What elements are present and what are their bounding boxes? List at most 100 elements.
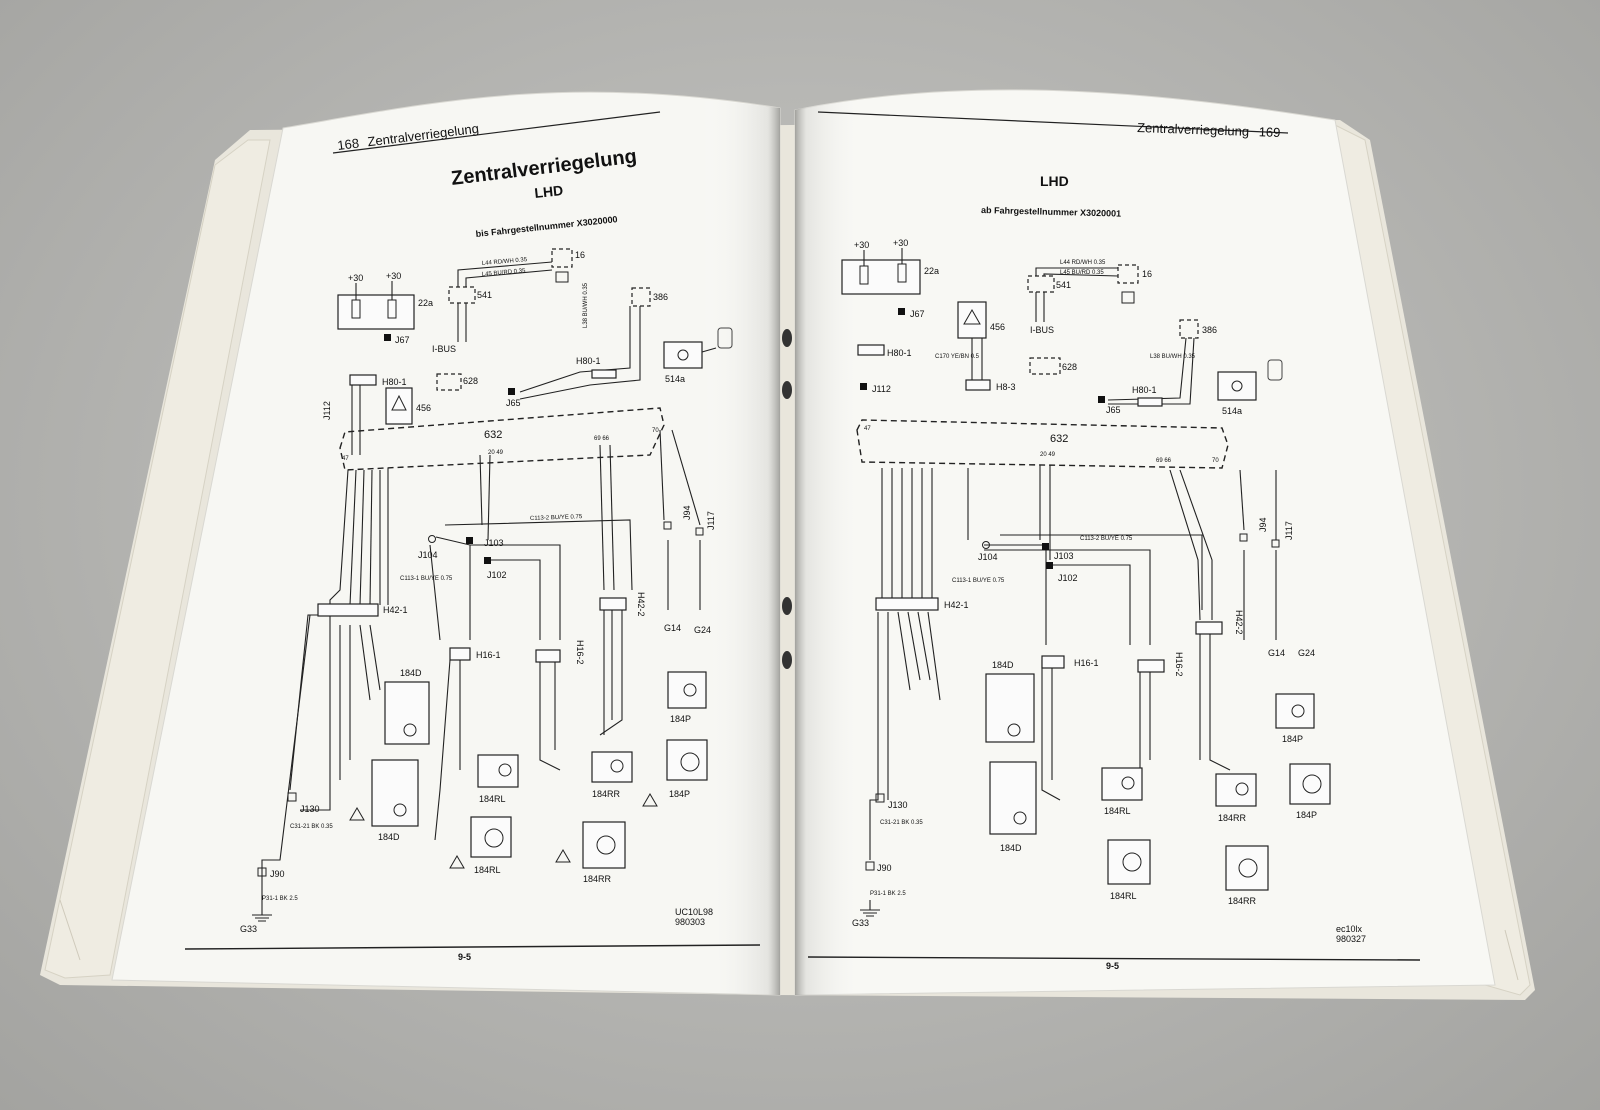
right-page-number: 169 bbox=[1258, 124, 1280, 140]
left-label-628: 628 bbox=[463, 376, 478, 386]
right-connector-h16-2 bbox=[1137, 659, 1165, 673]
left-label-22a: 22a bbox=[418, 298, 433, 308]
right-label-184d-b: 184D bbox=[1000, 843, 1022, 853]
right-pin-70: 70 bbox=[1212, 458, 1219, 464]
right-label-184p-a: 184P bbox=[1282, 734, 1303, 744]
left-actuator-184rr-b bbox=[582, 821, 626, 869]
right-splice-j90 bbox=[865, 861, 875, 871]
right-connector-h16-1 bbox=[1041, 655, 1065, 669]
left-splice-j65 bbox=[508, 388, 515, 395]
left-actuator-184d-a bbox=[384, 681, 430, 745]
right-actuator-184rr-a bbox=[1215, 773, 1257, 807]
left-actuator-184p-b bbox=[666, 739, 708, 781]
right-footer-page: 9-5 bbox=[1106, 961, 1119, 971]
right-label-h42-1: H42-1 bbox=[944, 600, 969, 610]
right-splice-j102 bbox=[1046, 562, 1053, 569]
right-label-j103: J103 bbox=[1054, 551, 1074, 561]
svg-text:Zentralverriegelung 169: Zentralverriegelung 169 bbox=[1137, 120, 1281, 140]
right-running-header: Zentralverriegelung bbox=[1137, 120, 1249, 139]
right-wire-c31-21: C31-21 BK 0.35 bbox=[880, 820, 923, 826]
right-label-j104: J104 bbox=[978, 552, 998, 562]
right-connector-h80-1a bbox=[857, 344, 885, 356]
left-label-h80-1a: H80-1 bbox=[382, 377, 407, 387]
left-pin-2049: 20 49 bbox=[488, 450, 504, 456]
right-label-386: 386 bbox=[1202, 325, 1217, 335]
right-label-184rr-b: 184RR bbox=[1228, 896, 1257, 906]
right-label-184rl-a: 184RL bbox=[1104, 806, 1131, 816]
left-label-184p-b: 184P bbox=[669, 789, 690, 799]
left-splice-j117 bbox=[695, 527, 704, 536]
left-label-g24: G24 bbox=[694, 625, 711, 635]
right-label-h8-3: H8-3 bbox=[996, 382, 1016, 392]
left-splice-j104 bbox=[428, 535, 436, 543]
right-label-j102: J102 bbox=[1058, 573, 1078, 583]
right-label-j117: J117 bbox=[1284, 521, 1294, 540]
right-label-184rl-b: 184RL bbox=[1110, 891, 1137, 901]
left-splice-j90 bbox=[257, 867, 267, 877]
right-wiring-diagram: +30 +30 22a 16 541 L44 RD/WH 0.35 L45 BU… bbox=[841, 238, 1366, 944]
left-wire-c113-1: C113-1 BU/YE 0.75 bbox=[400, 576, 453, 582]
right-connector-h42-2 bbox=[1195, 621, 1223, 635]
right-page-note: ab Fahrgestellnummer X3020001 bbox=[981, 205, 1121, 219]
right-label-514a: 514a bbox=[1222, 406, 1242, 416]
right-drawing-code: ec10lx bbox=[1336, 924, 1363, 934]
left-splice-j102 bbox=[484, 557, 491, 564]
left-module-628 bbox=[436, 373, 462, 391]
left-module-386 bbox=[631, 287, 651, 307]
left-page-subtitle: LHD bbox=[534, 182, 564, 201]
right-splice-j103 bbox=[1042, 543, 1049, 550]
right-label-456: 456 bbox=[990, 322, 1005, 332]
left-label-184p-a: 184P bbox=[670, 714, 691, 724]
left-label-j103: J103 bbox=[484, 538, 504, 548]
left-actuator-184rl-a bbox=[477, 754, 519, 788]
right-splice-j65 bbox=[1098, 396, 1105, 403]
left-connector-h80-1a bbox=[349, 374, 377, 386]
left-connector-h42-1 bbox=[317, 603, 379, 617]
right-splice-j112 bbox=[860, 383, 867, 390]
left-label-h80-1b: H80-1 bbox=[576, 356, 601, 366]
right-label-22a: 22a bbox=[924, 266, 939, 276]
right-label-j130: J130 bbox=[888, 800, 908, 810]
left-label-514a: 514a bbox=[665, 374, 685, 384]
right-label-j90: J90 bbox=[877, 863, 892, 873]
left-wire-l38: L38 BU/WH 0.35 bbox=[583, 282, 589, 328]
right-module-16 bbox=[1117, 264, 1139, 284]
left-label-j67: J67 bbox=[395, 335, 410, 345]
left-page-footer: 9-5 bbox=[184, 944, 761, 962]
left-label-j130: J130 bbox=[300, 804, 320, 814]
right-label-g33: G33 bbox=[852, 918, 869, 928]
right-connector-h8-3 bbox=[965, 379, 991, 391]
left-label-j104: J104 bbox=[418, 550, 438, 560]
left-drawing-code: UC10L98 bbox=[675, 907, 713, 917]
left-label-j94: J94 bbox=[682, 505, 692, 520]
left-label-j65: J65 bbox=[506, 398, 521, 408]
right-splice-j117 bbox=[1271, 539, 1280, 548]
left-splice-j103 bbox=[466, 537, 473, 544]
right-label-g14: G14 bbox=[1268, 648, 1285, 658]
left-label-h16-2: H16-2 bbox=[575, 640, 585, 665]
left-label-plus30-a: +30 bbox=[348, 273, 363, 283]
left-label-plus30-b: +30 bbox=[386, 271, 401, 281]
left-module-456 bbox=[385, 387, 413, 425]
left-label-g14: G14 bbox=[664, 623, 681, 633]
right-connector-632 bbox=[856, 419, 1229, 469]
left-label-j102: J102 bbox=[487, 570, 507, 580]
right-module-386 bbox=[1179, 319, 1199, 339]
left-label-386: 386 bbox=[653, 292, 668, 302]
right-wire-l44: L44 RD/WH 0.35 bbox=[1060, 260, 1106, 266]
right-actuator-184p-b bbox=[1289, 763, 1331, 805]
left-label-j90: J90 bbox=[270, 869, 285, 879]
left-module-514a bbox=[663, 341, 703, 369]
left-pin-70: 70 bbox=[652, 428, 659, 434]
right-pin-47: 47 bbox=[864, 426, 871, 432]
right-page-footer: 9-5 bbox=[807, 956, 1421, 971]
right-label-184rr-a: 184RR bbox=[1218, 813, 1247, 823]
right-wire-c170: C170 YE/BN 0.5 bbox=[935, 354, 980, 360]
left-footer-page: 9-5 bbox=[458, 952, 471, 962]
left-label-h42-2: H42-2 bbox=[636, 592, 646, 617]
right-connector-h42-1 bbox=[875, 597, 939, 611]
right-label-184d-a: 184D bbox=[992, 660, 1014, 670]
left-label-184d-b: 184D bbox=[378, 832, 400, 842]
right-label-plus30-a: +30 bbox=[854, 240, 869, 250]
left-label-j117: J117 bbox=[706, 511, 716, 530]
